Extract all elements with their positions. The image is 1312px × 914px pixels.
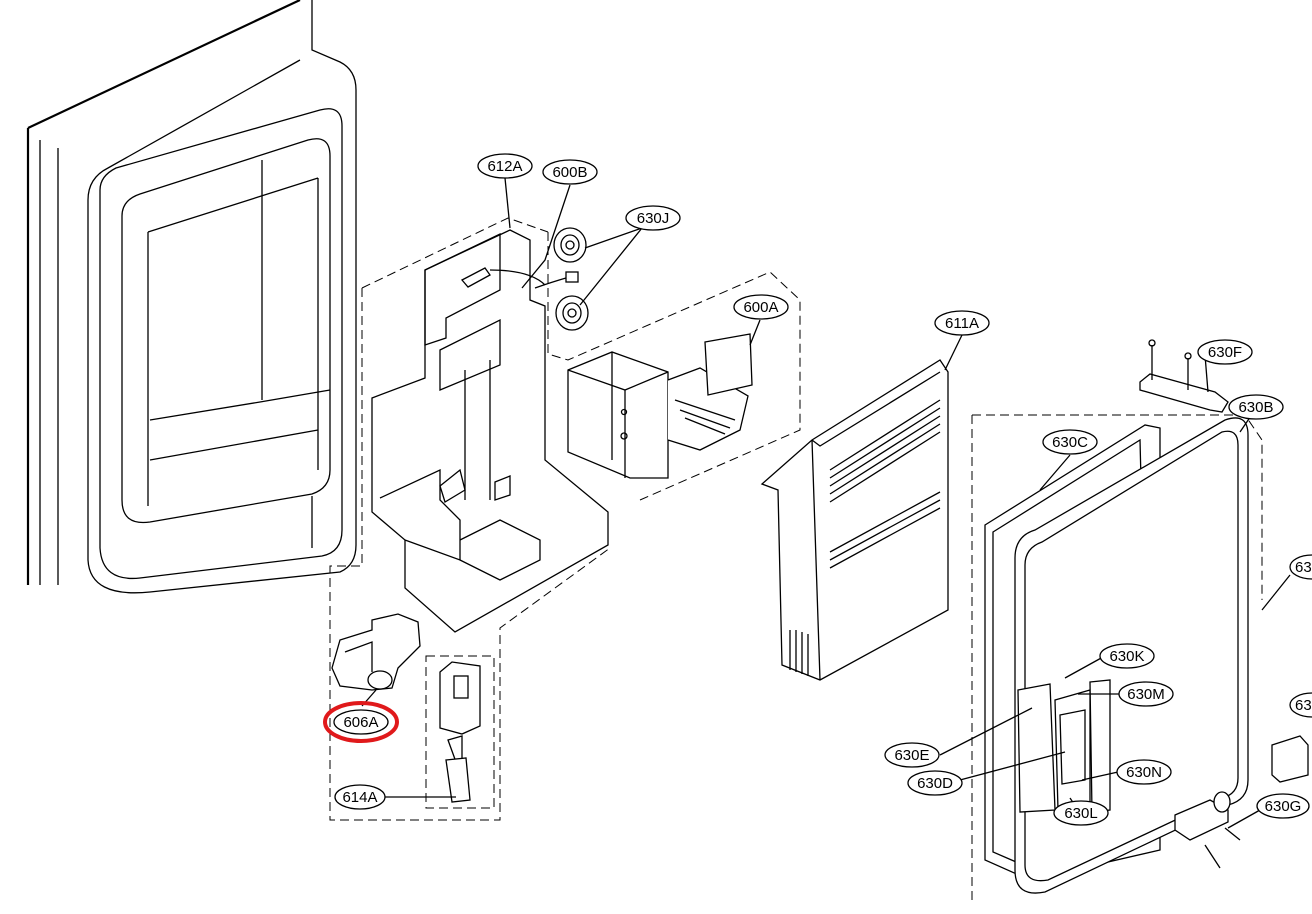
leader-lines — [361, 177, 1261, 829]
part-label-text: 630E — [894, 747, 929, 764]
part-label-text: 630K — [1109, 648, 1144, 665]
dispenser-cover-drawing — [329, 217, 611, 821]
part-label-cut-lower: 63 — [1289, 692, 1312, 718]
solenoid-drawing — [331, 613, 421, 691]
highlight-ring — [323, 701, 399, 743]
part-label-text: 600B — [552, 164, 587, 181]
part-label-630L: 630L — [1053, 800, 1109, 826]
part-label-630B: 630B — [1228, 394, 1284, 420]
part-label-text: 630F — [1208, 344, 1242, 361]
part-label-630C: 630C — [1042, 429, 1098, 455]
part-label-cut-upper: 63 — [1289, 554, 1312, 580]
part-label-text: 612A — [487, 158, 522, 175]
part-label-630K: 630K — [1099, 643, 1155, 669]
switch-assembly-drawing — [425, 655, 495, 809]
part-label-text: 600A — [743, 299, 778, 316]
ice-maker-drawing — [567, 333, 753, 479]
part-label-text: 630N — [1126, 764, 1162, 781]
part-label-text: 630B — [1238, 399, 1273, 416]
part-label-text: 63 — [1295, 559, 1312, 576]
part-label-text: 611A — [945, 315, 979, 332]
part-label-630F: 630F — [1197, 339, 1253, 365]
part-label-630M: 630M — [1118, 681, 1174, 707]
part-label-text: 614A — [342, 789, 377, 806]
part-label-text: 606A — [343, 714, 378, 731]
part-label-text: 630M — [1127, 686, 1165, 703]
hinge-bottom-drawing — [1174, 735, 1309, 869]
part-label-630G: 630G — [1256, 793, 1310, 819]
part-label-text: 630J — [637, 210, 670, 227]
hinge-top-drawing — [1139, 339, 1229, 413]
part-label-606A: 606A — [323, 701, 399, 743]
part-label-612A: 612A — [477, 153, 533, 179]
part-label-630E: 630E — [884, 742, 940, 768]
part-label-630J: 630J — [625, 205, 681, 231]
part-label-630N: 630N — [1116, 759, 1172, 785]
part-label-614A: 614A — [334, 784, 386, 810]
part-label-text: 630D — [917, 775, 953, 792]
part-label-630D: 630D — [907, 770, 963, 796]
part-label-text: 630L — [1064, 805, 1097, 822]
part-label-611A: 611A — [934, 310, 990, 336]
part-label-600A: 600A — [733, 294, 789, 320]
part-label-text: 630C — [1052, 434, 1088, 451]
cap-parts-drawing — [534, 227, 801, 501]
part-label-text: 630G — [1265, 798, 1302, 815]
part-label-text: 63 — [1295, 697, 1312, 714]
dispenser-housing-drawing — [760, 359, 949, 681]
part-label-600B: 600B — [542, 159, 598, 185]
door-panel-drawing — [26, 0, 357, 594]
